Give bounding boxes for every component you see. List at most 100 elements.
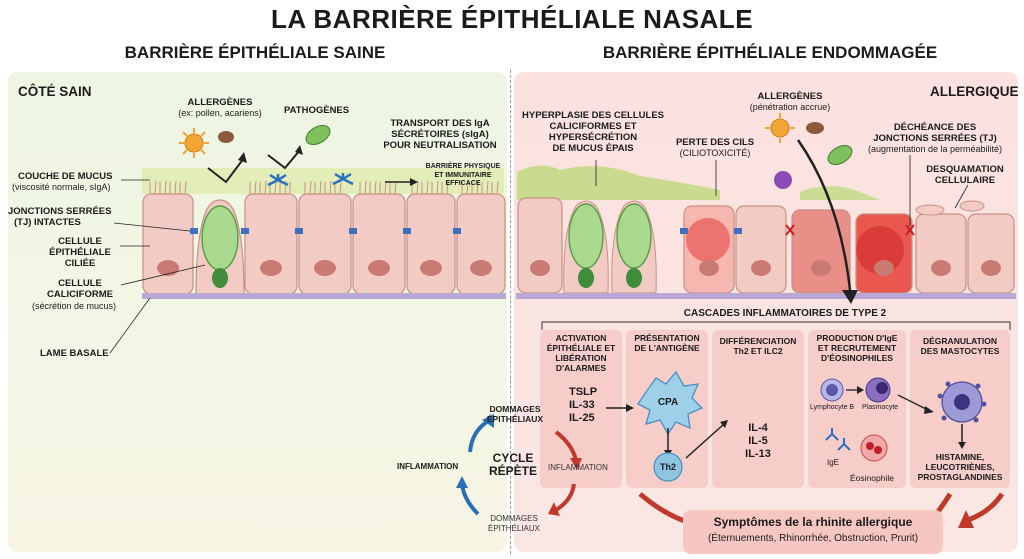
healthy-nuclei (157, 260, 492, 276)
desquamation-label-2: CELLULAIRE (934, 175, 996, 186)
allergens-detail-left: (ex: pollen, acariens) (178, 108, 262, 118)
mite-allergen-right (806, 122, 824, 134)
allergens-label-left: ALLERGÈNES (187, 97, 253, 108)
tj-label-1: JONCTIONS SERRÉES (8, 206, 112, 217)
hyperplasia-line-3: HYPERSÉCRÉTION (548, 132, 638, 143)
cycle-arrows (456, 414, 582, 516)
ciliated-line-2: ÉPITHÉLIALE (49, 247, 111, 258)
plasmocyte-label: Plasmocyte (862, 404, 899, 411)
il13: IL-13 (745, 448, 771, 460)
alarmin-tslp: TSLP (569, 386, 598, 398)
cycle-center: CYCLE RÉPÈTE (478, 452, 548, 478)
cycle-inflammation-left: INFLAMMATION (397, 462, 459, 471)
symptoms-box (683, 510, 943, 554)
desquamation-label-1: DESQUAMATION (926, 164, 1004, 175)
col1-title-4: D'ALARMES (555, 363, 607, 373)
page-title: LA BARRIÈRE ÉPITHÉLIALE NASALE (270, 4, 754, 34)
col1-title-3: LIBÉRATION (555, 353, 607, 363)
col-ige-title: PRODUCTION D'IgE ET RECRUTEMENT D'ÉOSINO… (808, 333, 906, 363)
pollen-allergen-right (765, 113, 795, 143)
leader-lines-right (595, 155, 969, 226)
symptoms-title: Symptômes de la rhinite allergique (713, 515, 913, 529)
goblet-label-2: CALICIFORME (47, 289, 113, 300)
cilia-loss-detail: (CILIOTOXICITÉ) (679, 148, 751, 158)
cycle-damage-top: DOMMAGES ÉPITHÉLIAUX (475, 404, 555, 424)
hyperplasia-label: HYPERPLASIE DES CELLULES CALICIFORMES ET… (518, 110, 668, 154)
col4-title-2: ET RECRUTEMENT (817, 343, 897, 353)
barrier-line-3: EFFICACE (445, 180, 481, 187)
barrier-line-1: BARRIÈRE PHYSIQUE (425, 163, 501, 170)
alarmin-il33: IL-33 (569, 399, 595, 411)
mucus-label: COUCHE DE MUCUS (18, 171, 113, 182)
interleukins-list: IL-4 IL-5 IL-13 (728, 422, 788, 461)
mast-cell (937, 381, 987, 423)
thick-mucus (517, 165, 720, 200)
cycle-damage-bottom-2: ÉPITHÉLIAUX (487, 524, 540, 533)
allergens-label-right: ALLERGÈNES (757, 91, 823, 102)
ciliated-label: CELLULE ÉPITHÉLIALE CILIÉE (40, 236, 120, 269)
cpa-label: CPA (657, 397, 679, 408)
col-differentiation-title: DIFFÉRENCIATION Th2 ET ILC2 (712, 336, 804, 356)
barrier-line-2: ET IMMUNITAIRE (434, 171, 492, 179)
eosinophil (860, 434, 888, 462)
col3-title-1: DIFFÉRENCIATION (719, 336, 797, 346)
symptoms-detail: (Éternuements, Rhinorrhée, Obstruction, … (707, 533, 919, 544)
penetration-arrow (796, 139, 852, 291)
cycle-damage-bottom-1: DOMMAGES (490, 514, 538, 523)
damaged-heading: BARRIÈRE ÉPITHÉLIALE ENDOMMAGÉE (602, 43, 938, 62)
tj-failure-detail: (augmentation de la perméabilité) (867, 144, 1003, 154)
basal-lamina-healthy (142, 293, 506, 299)
cascade-columns (540, 330, 1010, 488)
tj-failure-label-2: JONCTIONS SERRÉES (TJ) (873, 133, 997, 144)
tight-junctions-healthy (190, 228, 461, 234)
cascade-bracket (541, 321, 1011, 330)
goblet-cell-healthy (195, 199, 245, 295)
apc-cell (637, 370, 704, 436)
iga-label-1: TRANSPORT DES IgA (390, 118, 490, 129)
cilia-healthy (149, 180, 499, 195)
goblet-label-1: CELLULE (58, 278, 102, 289)
ciliated-line-1: CELLULE (58, 236, 102, 247)
hyperplasia-line-1: HYPERPLASIE DES CELLULES (522, 110, 664, 121)
deflect-arrow-pathogen (267, 149, 301, 170)
il5: IL-5 (748, 435, 768, 447)
iga-label-3: POUR NEUTRALISATION (383, 140, 497, 151)
alarmins-list: TSLP IL-33 IL-25 (569, 386, 597, 425)
pathogen-right (827, 145, 853, 165)
hyperplasia-line-4: DE MUCUS ÉPAIS (552, 143, 634, 154)
th2-label: Th2 (659, 462, 676, 472)
mite-allergen-left (218, 131, 234, 143)
th2-arrow (685, 423, 725, 459)
ige-antibodies (825, 428, 851, 451)
goblet-cells-hyperplasia (563, 200, 657, 294)
hyperplasia-line-2: CALICIFORMES ET (549, 121, 637, 132)
ige-label: IgE (827, 458, 840, 467)
iga-label-2: SÉCRÉTOIRES (sIgA) (391, 129, 489, 140)
healthy-cells (142, 193, 506, 295)
col1-title-2: ÉPITHÉLIALE ET (546, 343, 616, 353)
allergic-side-label: ALLERGIQUE (930, 84, 1019, 99)
pathogen-left (305, 125, 331, 145)
col3-title-2: Th2 ET ILC2 (733, 346, 783, 356)
col2-title-2: DE L'ANTIGÈNE (634, 343, 700, 353)
th2-cell (653, 452, 683, 482)
goblet-detail: (sécrétion de mucus) (31, 301, 117, 311)
cycle-center-1: CYCLE (492, 451, 534, 465)
cilia-loss-label: PERTE DES CILS (675, 137, 755, 148)
cycle-damage-top-1: DOMMAGES (489, 404, 541, 414)
alarmin-il25: IL-25 (569, 412, 595, 424)
healthy-panel (8, 72, 507, 552)
mediators-list: HISTAMINE, LEUCOTRIÈNES, PROSTAGLANDINES (910, 452, 1010, 482)
col5-title-2: DES MASTOCYTES (920, 346, 1000, 356)
col4-title-3: D'ÉOSINOPHILES (821, 353, 893, 363)
col-mast-title: DÉGRANULATION DES MASTOCYTES (910, 336, 1010, 356)
mucus-layer-healthy (142, 168, 504, 194)
mediator-histamine: HISTAMINE, (935, 452, 985, 462)
cycle-center-2: RÉPÈTE (488, 464, 537, 478)
pathogens-label: PATHOGÈNES (284, 105, 350, 116)
col4-title-1: PRODUCTION D'IgE (816, 333, 898, 343)
leader-lines-left (109, 179, 206, 354)
eosinophil-label: Éosinophile (850, 473, 894, 483)
broken-junctions (785, 224, 915, 236)
